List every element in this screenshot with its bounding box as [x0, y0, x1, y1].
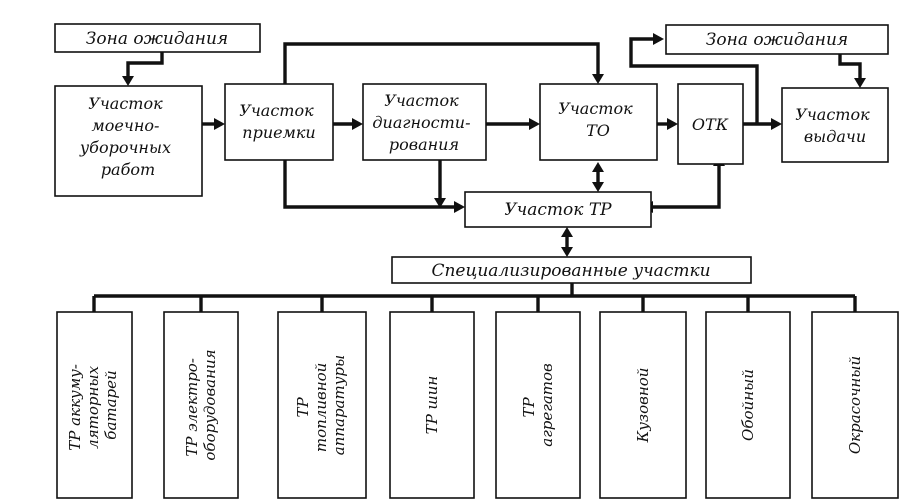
box-reception [224, 83, 334, 161]
box-waiting-right [665, 24, 889, 55]
arrow-diagnostics-into-tr [434, 198, 446, 208]
arrow-into-waiting-right [653, 33, 664, 45]
connector-reception-to-tr [283, 160, 456, 209]
label-waiting-left: Зона ожидания [86, 29, 228, 49]
arrow-to-down-to-tr [592, 182, 604, 192]
arrow-into-diagnostics [352, 118, 363, 130]
arrow-into-issue [771, 118, 782, 130]
arrow-from-waiting-into-issue [854, 78, 866, 88]
label-maintenance: Участок ТО [558, 99, 637, 140]
box-tr-units [495, 311, 581, 499]
label-tr-fuel: ТР топливной аппаратуры [294, 355, 348, 456]
box-specialized [391, 256, 752, 284]
connector-waiting-to-issue [838, 54, 862, 80]
box-diagnostics [362, 83, 487, 161]
box-washing [54, 85, 203, 197]
label-tr-section: Участок ТР [504, 200, 612, 220]
arrow-specialized-up-to-tr [561, 227, 573, 237]
label-diagnostics: Участок диагности- рования [372, 91, 475, 154]
boxes [54, 23, 899, 499]
label-waiting-right: Зона ожидания [706, 30, 848, 50]
label-tr-batteries: ТР аккуму- ляторных батарей [66, 359, 120, 450]
label-reception: Участок приемки [239, 101, 318, 142]
label-specialized: Специализированные участки [431, 261, 710, 281]
arrow-tr-up-to-to [592, 162, 604, 172]
arrow-tr-down-to-specialized [561, 247, 573, 257]
label-issue: Участок выдачи [795, 105, 874, 146]
label-tr-electrical: ТР электро- оборудования [183, 349, 219, 460]
box-upholstery [705, 311, 791, 499]
label-upholstery: Обойный [739, 369, 757, 441]
label-washing: Участок моечно- уборочных работ [79, 94, 176, 179]
box-tr-electrical [163, 311, 239, 499]
box-tr-fuel [277, 311, 367, 499]
box-maintenance [539, 83, 658, 161]
arrow-into-to-from-diagnostics [529, 118, 540, 130]
label-otk: ОТК [692, 115, 729, 134]
arrow-into-reception [214, 118, 225, 130]
connector-waiting-to-washing [126, 52, 164, 78]
box-tr-batteries [56, 311, 133, 499]
arrow-into-washing [122, 76, 134, 86]
label-body: Кузовной [634, 368, 652, 444]
box-body [599, 311, 687, 499]
connector-otk-tr [651, 164, 721, 209]
connector-otk-to-waiting [629, 37, 759, 124]
arrow-reception-into-tr [454, 201, 465, 213]
box-issue [781, 87, 889, 163]
label-tr-tires: ТР шин [423, 376, 441, 435]
box-tr-tires [389, 311, 475, 499]
arrow-into-otk [667, 118, 678, 130]
box-waiting-left [54, 23, 261, 53]
box-otk [677, 83, 744, 165]
label-painting: Окрасочный [846, 356, 864, 454]
labels: Зона ожидания Зона ожидания Участок моеч… [66, 29, 874, 461]
arrow-into-to-from-top [592, 74, 604, 84]
box-painting [811, 311, 899, 499]
label-tr-units: ТР агрегатов [520, 363, 556, 447]
connector-reception-bypass-to-to [283, 42, 600, 84]
connectors [92, 37, 862, 312]
box-tr-section [464, 191, 652, 228]
